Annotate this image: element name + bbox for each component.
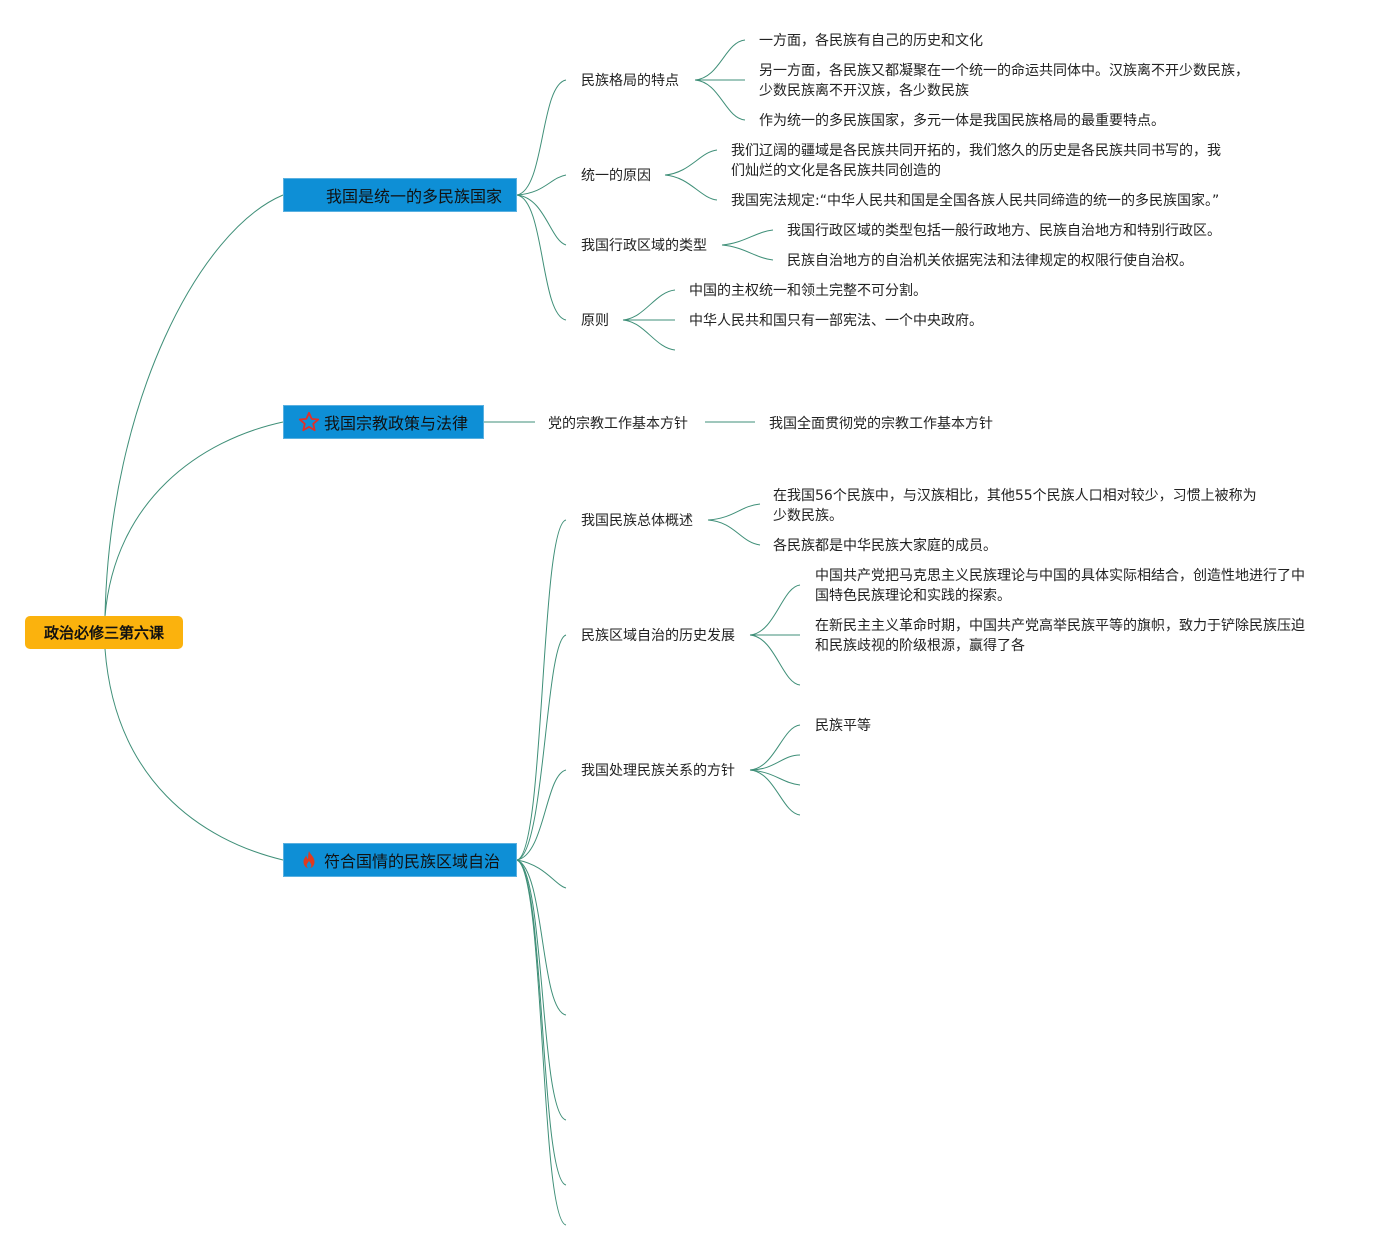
branch-label: 我国宗教政策与法律	[324, 414, 469, 433]
leaf-text[interactable]: 另一方面，各民族又都凝聚在一个统一的命运共同体中。汉族离不开少数民族，少数民族离…	[759, 63, 1249, 99]
leaf-text[interactable]: 中国共产党把马克思主义民族理论与中国的具体实际相结合，创造性地进行了中国特色民族…	[815, 568, 1305, 604]
branch-label: 我国是统一的多民族国家	[326, 187, 503, 206]
leaf-text[interactable]: 民族自治地方的自治机关依据宪法和法律规定的权限行使自治权。	[787, 253, 1193, 269]
root-topic[interactable]: 政治必修三第六课	[25, 616, 183, 649]
subtopic-ethnic-pattern[interactable]: 民族格局的特点	[581, 73, 679, 89]
subtopic-autonomy-history[interactable]: 民族区域自治的历史发展	[581, 628, 735, 644]
subtopic-principles[interactable]: 原则	[581, 313, 609, 329]
leaf-text[interactable]: 中华人民共和国只有一部宪法、一个中央政府。	[689, 313, 983, 329]
branch-label: 符合国情的民族区域自治	[324, 852, 501, 871]
leaf-text[interactable]: 在我国56个民族中，与汉族相比，其他55个民族人口相对较少，习惯上被称为少数民族…	[773, 488, 1257, 524]
leaf-text[interactable]: 我国宪法规定:“中华人民共和国是全国各族人民共同缔造的统一的多民族国家。”	[731, 193, 1220, 209]
subtopic-administrative-regions[interactable]: 我国行政区域的类型	[581, 238, 707, 254]
subtopic-ethnic-relations-policy[interactable]: 我国处理民族关系的方针	[581, 763, 735, 779]
leaf-text[interactable]: 在新民主主义革命时期，中国共产党高举民族平等的旗帜，致力于铲除民族压迫和民族歧视…	[815, 618, 1305, 654]
star-outline-icon	[298, 411, 320, 433]
subtopic-reason-of-unity[interactable]: 统一的原因	[581, 168, 651, 184]
leaf-text[interactable]: 我们辽阔的疆域是各民族共同开拓的，我们悠久的历史是各民族共同书写的，我们灿烂的文…	[731, 143, 1221, 179]
branch-regional-ethnic-autonomy[interactable]: 符合国情的民族区域自治	[283, 843, 517, 877]
leaf-text[interactable]: 各民族都是中华民族大家庭的成员。	[773, 538, 997, 554]
leaf-text[interactable]: 作为统一的多民族国家，多元一体是我国民族格局的最重要特点。	[759, 113, 1165, 129]
leaf-text[interactable]: 我国全面贯彻党的宗教工作基本方针	[769, 416, 993, 432]
root-topic-label: 政治必修三第六课	[43, 624, 164, 642]
branch-unified-multiethnic-country[interactable]: 我国是统一的多民族国家	[283, 178, 517, 212]
subtopic-religious-guideline[interactable]: 党的宗教工作基本方针	[548, 416, 688, 432]
leaf-text[interactable]: 一方面，各民族有自己的历史和文化	[759, 33, 983, 49]
subtopic-ethnic-overview[interactable]: 我国民族总体概述	[581, 513, 693, 529]
fire-icon	[298, 849, 320, 871]
leaf-text[interactable]: 中国的主权统一和领土完整不可分割。	[689, 283, 927, 299]
branch-religious-policy[interactable]: 我国宗教政策与法律	[283, 405, 484, 439]
leaf-text[interactable]: 民族平等	[815, 718, 871, 734]
leaf-text[interactable]: 我国行政区域的类型包括一般行政地方、民族自治地方和特别行政区。	[787, 223, 1221, 239]
